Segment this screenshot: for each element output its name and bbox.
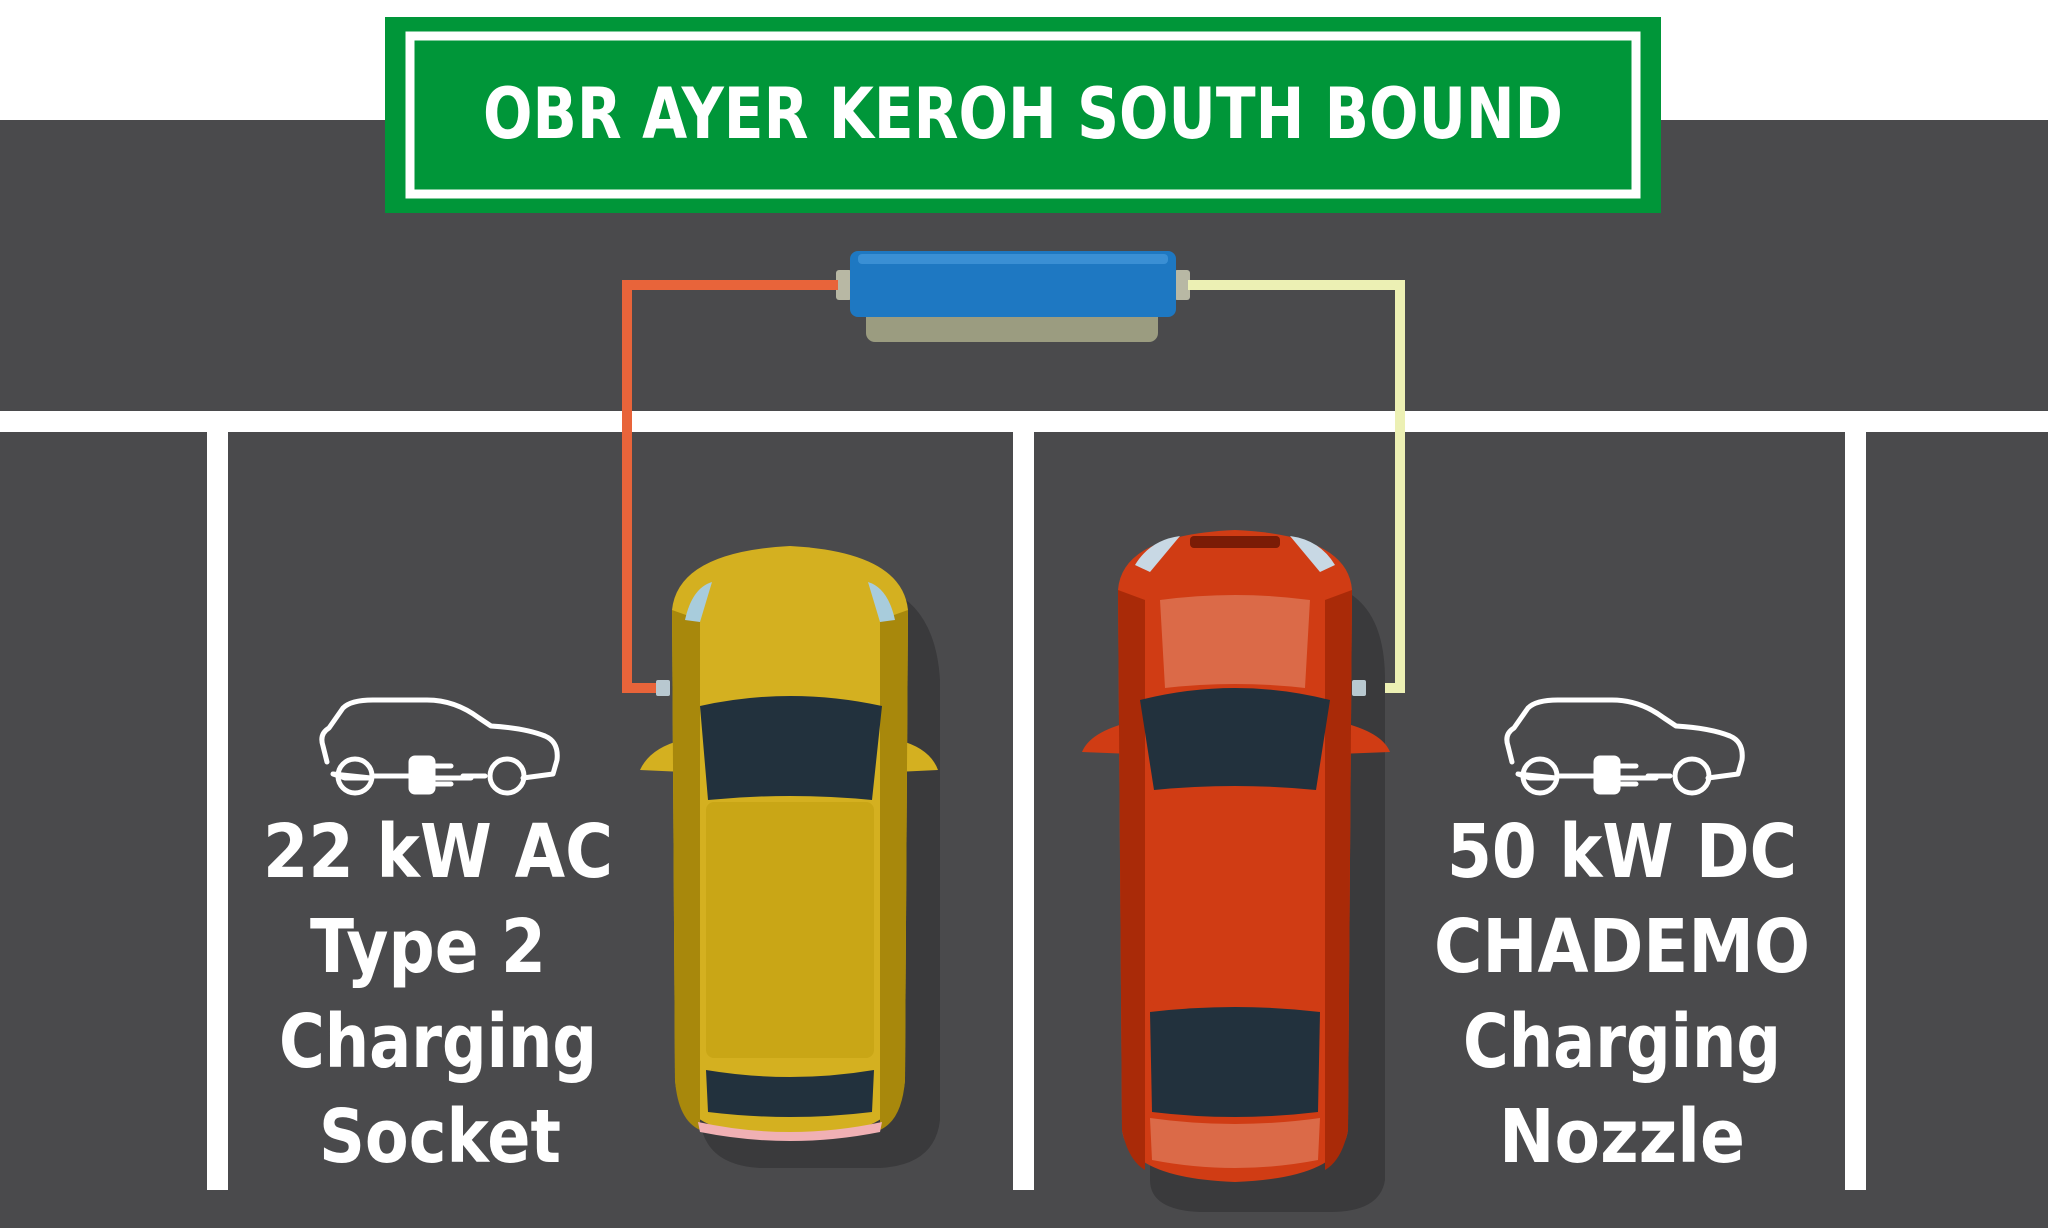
yellow-car-headlight-right — [868, 582, 895, 622]
left-bay-label: 22 kW AC Type 2 Charging Socket — [263, 809, 613, 1180]
yellow-car-windshield — [700, 696, 882, 800]
red-car-port — [1352, 680, 1366, 696]
red-car-hood-highlight — [1160, 595, 1310, 688]
red-car — [1082, 530, 1390, 1212]
red-car-grille — [1190, 536, 1280, 548]
red-car-roof — [1150, 792, 1320, 1006]
red-car-windshield — [1140, 688, 1330, 790]
station-sign: OBR AYER KEROH SOUTH BOUND — [385, 17, 1661, 213]
ev-plug-right — [1593, 755, 1621, 795]
parking-line-top — [0, 411, 2048, 432]
ev-car-plug-icon-left — [319, 697, 560, 796]
parking-divider-1 — [207, 430, 228, 1190]
yellow-car-taillight — [698, 1122, 882, 1141]
yellow-car-rear-window — [706, 1070, 874, 1117]
sign-border — [405, 31, 1641, 199]
yellow-car-roof — [706, 802, 874, 1058]
red-car-trunk — [1150, 1118, 1320, 1168]
parking-divider-3 — [1845, 430, 1866, 1190]
ev-car-plug-icon-right — [1504, 697, 1745, 796]
red-car-headlight-right — [1290, 536, 1335, 572]
red-car-side-left — [1118, 590, 1145, 1170]
ev-car-wheel-rear-left — [487, 756, 527, 796]
charger-highlight — [858, 254, 1168, 264]
sign-title: OBR AYER KEROH SOUTH BOUND — [483, 73, 1563, 155]
red-car-mirror-right — [1338, 722, 1390, 754]
red-car-side-right — [1325, 590, 1352, 1170]
yellow-car-headlight-left — [685, 582, 712, 622]
ev-car-wheel-rear-right — [1672, 756, 1712, 796]
right-bay-label: 50 kW DC CHADEMO Charging Nozzle — [1434, 809, 1810, 1180]
charger-unit — [836, 251, 1190, 342]
left-label-line-2: Type 2 — [310, 904, 546, 990]
ev-plug-left — [408, 755, 436, 795]
yellow-car-side-right — [880, 610, 908, 1130]
yellow-car-port — [656, 680, 670, 696]
right-label-line-2: CHADEMO — [1434, 904, 1810, 990]
sign-panel — [385, 17, 1661, 213]
ac-cable — [622, 280, 838, 693]
charger-body — [850, 251, 1176, 317]
parking-lines — [0, 411, 2048, 1190]
left-label-line-1: 22 kW AC — [263, 809, 613, 895]
right-label-line-4: Nozzle — [1499, 1094, 1745, 1180]
yellow-car — [640, 546, 940, 1168]
charger-connector-left — [836, 270, 852, 300]
right-label-line-3: Charging — [1463, 999, 1781, 1085]
left-label-line-3: Charging — [279, 999, 597, 1085]
charger-connector-right — [1174, 270, 1190, 300]
yellow-car-side-left — [672, 610, 700, 1130]
red-car-headlight-left — [1135, 536, 1180, 572]
red-car-rear-window — [1150, 1007, 1320, 1117]
parking-divider-2 — [1013, 430, 1034, 1190]
right-label-line-1: 50 kW DC — [1447, 809, 1797, 895]
left-label-line-4: Socket — [319, 1094, 561, 1180]
